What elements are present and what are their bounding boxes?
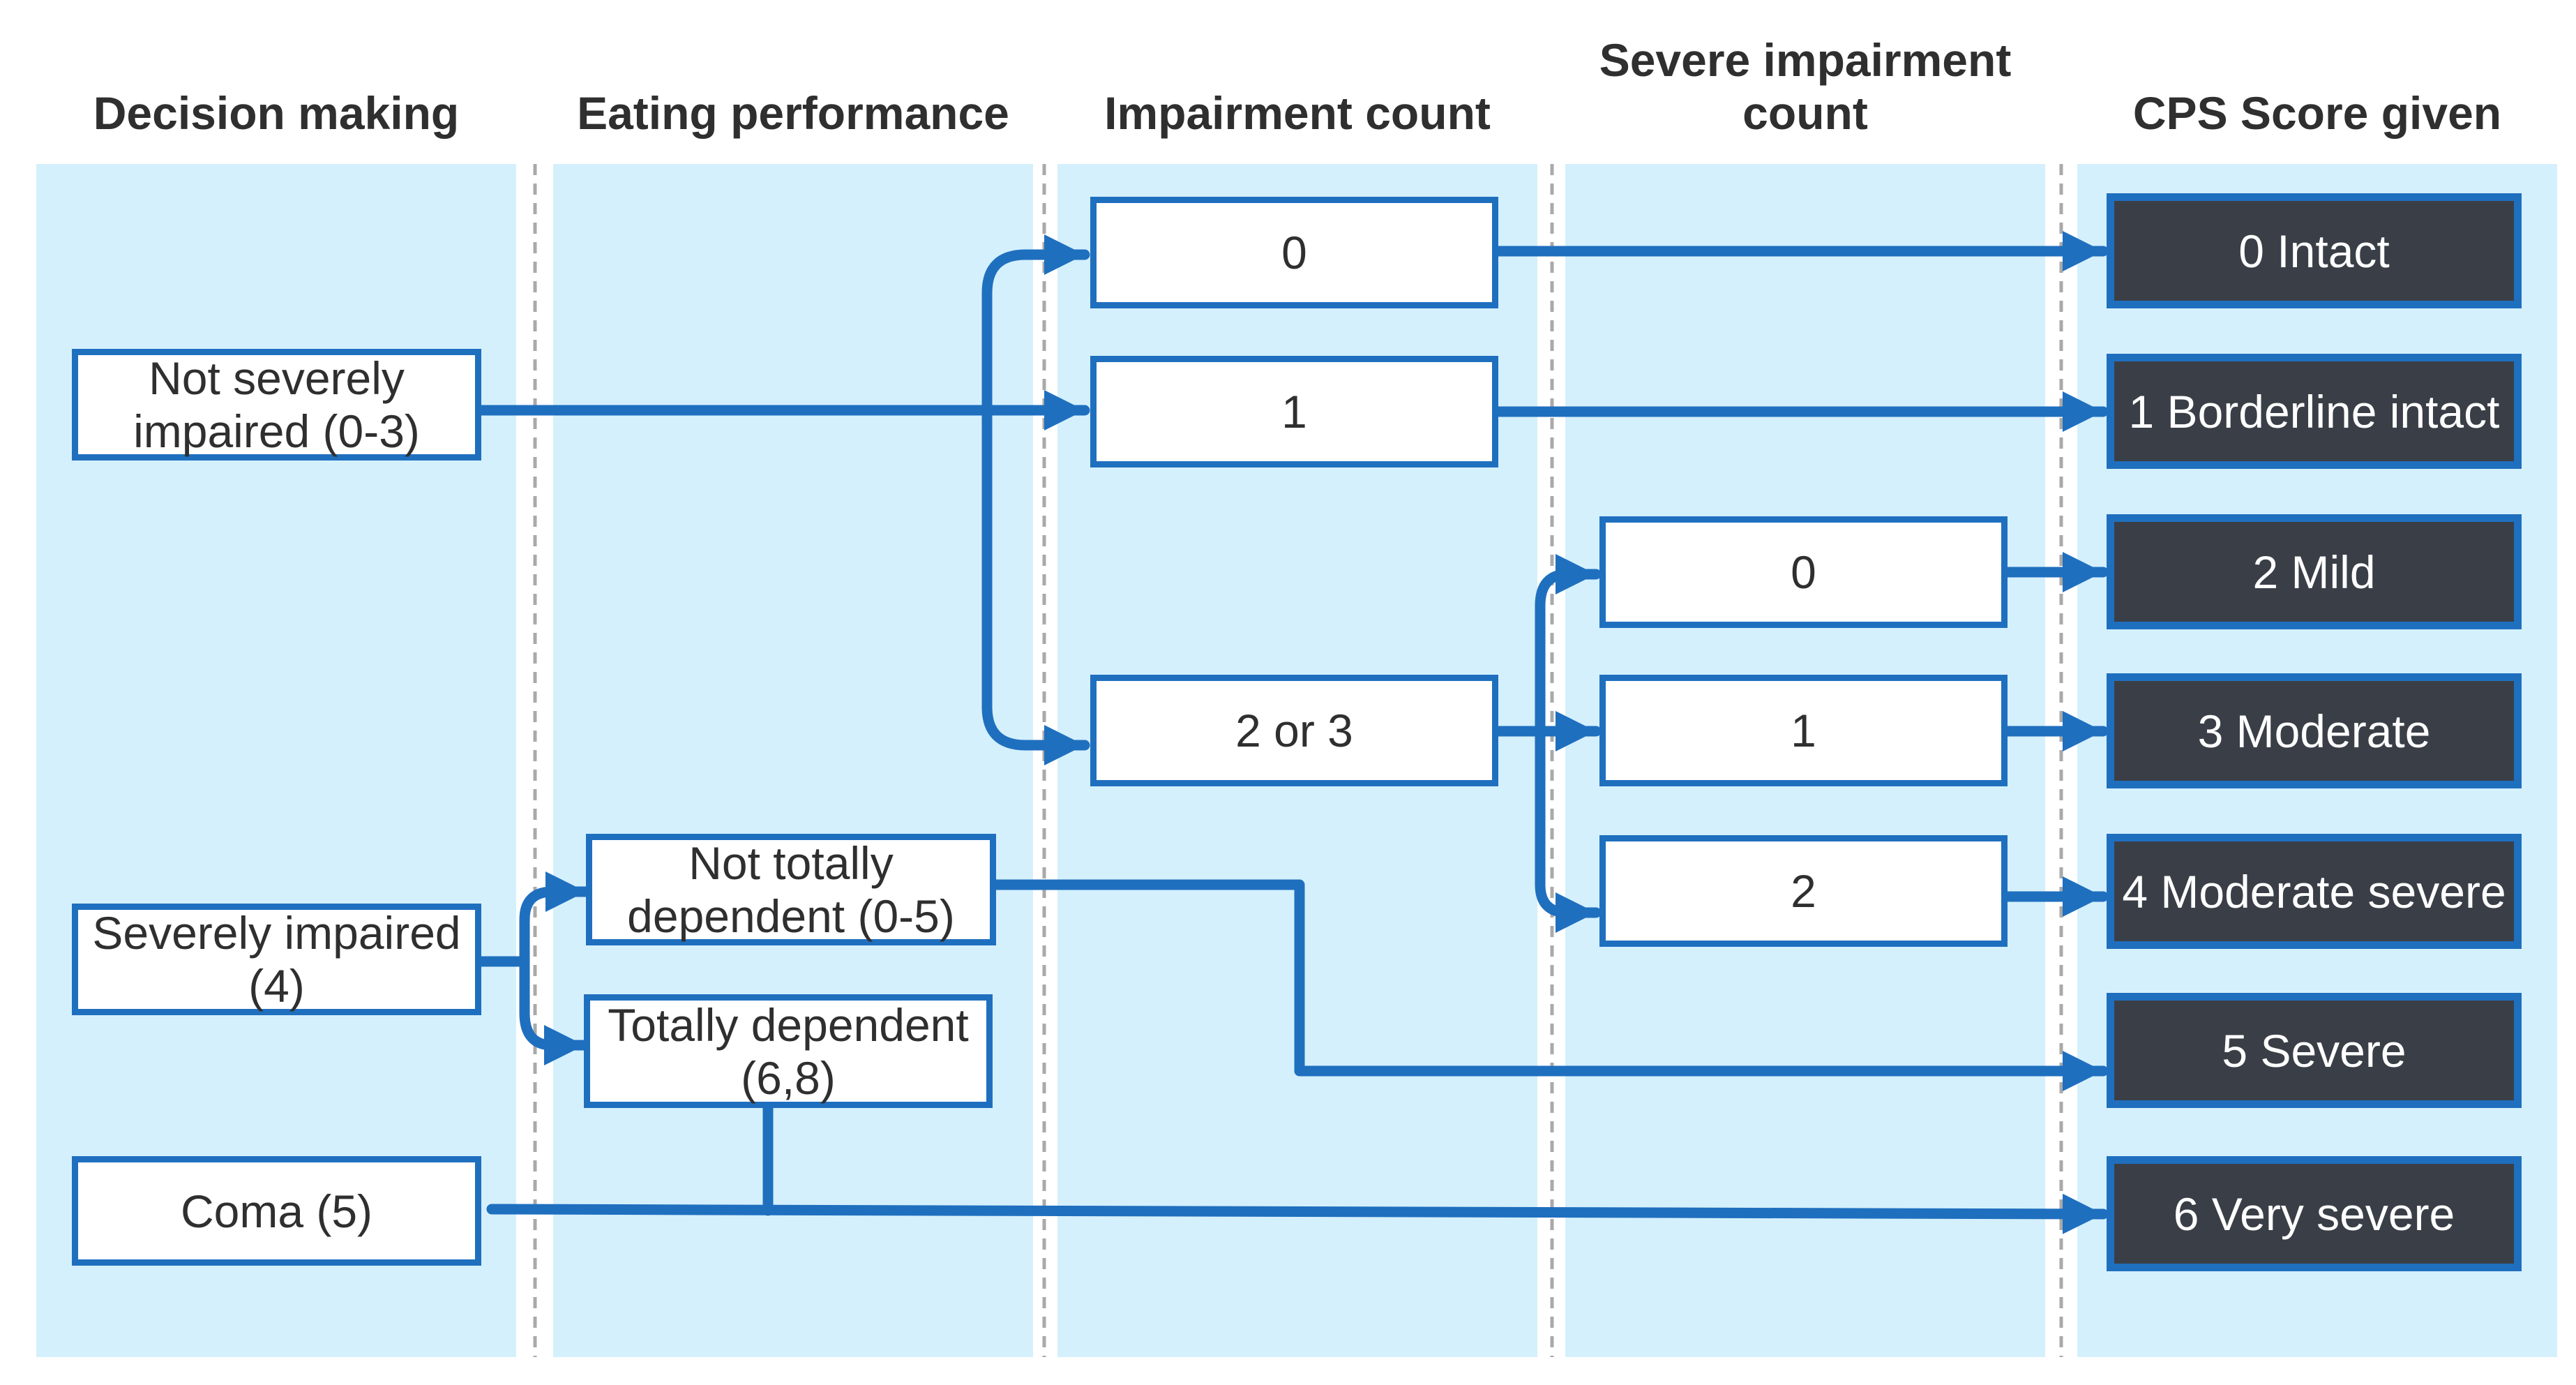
header-impairment-count: Impairment count	[1104, 87, 1491, 139]
box-severely-impaired: Severely impaired (4)	[72, 904, 481, 1015]
box-totally-dependent: Totally dependent (6,8)	[584, 994, 993, 1108]
cps-score-3-moderate: 3 Moderate	[2107, 673, 2522, 788]
cps-score-2-mild: 2 Mild	[2107, 514, 2522, 629]
arrow-2or3-to-severe2	[1535, 726, 1602, 933]
arrow-coma-to-very-severe	[486, 1193, 2109, 1234]
box-impairment-0: 0	[1090, 197, 1498, 308]
box-impairment-1: 1	[1090, 356, 1498, 467]
arrow-severely-to-not-totally	[476, 871, 592, 967]
cps-score-4-moderate-severe: 4 Moderate severe	[2107, 834, 2522, 949]
cps-score-0-intact: 0 Intact	[2107, 193, 2522, 308]
box-severe-1: 1	[1599, 675, 2008, 786]
arrow-severely-to-totally	[519, 956, 590, 1065]
header-severe-impairment-count: Severe impairment count	[1599, 34, 2012, 139]
connectors	[476, 231, 2109, 1234]
header-eating-performance: Eating performance	[577, 87, 1009, 139]
box-coma: Coma (5)	[72, 1156, 481, 1266]
box-not-severely-impaired: Not severely impaired (0-3)	[72, 349, 481, 461]
cps-score-6-very-severe: 6 Very severe	[2107, 1156, 2522, 1271]
box-impairment-2or3: 2 or 3	[1090, 675, 1498, 786]
arrow-not-totally-to-severe	[991, 879, 2109, 1091]
header-decision-making: Decision making	[93, 87, 460, 139]
cps-score-5-severe: 5 Severe	[2107, 993, 2522, 1108]
cps-score-1-borderline-intact: 1 Borderline intact	[2107, 354, 2522, 469]
arrow-2or3-to-severe0	[1535, 554, 1602, 737]
arrow-not-severely-to-2or3	[981, 405, 1090, 765]
box-not-totally-dependent: Not totally dependent (0-5)	[586, 834, 996, 945]
box-severe-2: 2	[1599, 835, 2008, 947]
box-severe-0: 0	[1599, 516, 2008, 628]
lane-eating-performance	[553, 164, 1033, 1357]
arrow-not-severely-to-0	[981, 234, 1090, 416]
header-cps-score-given: CPS Score given	[2132, 87, 2502, 139]
